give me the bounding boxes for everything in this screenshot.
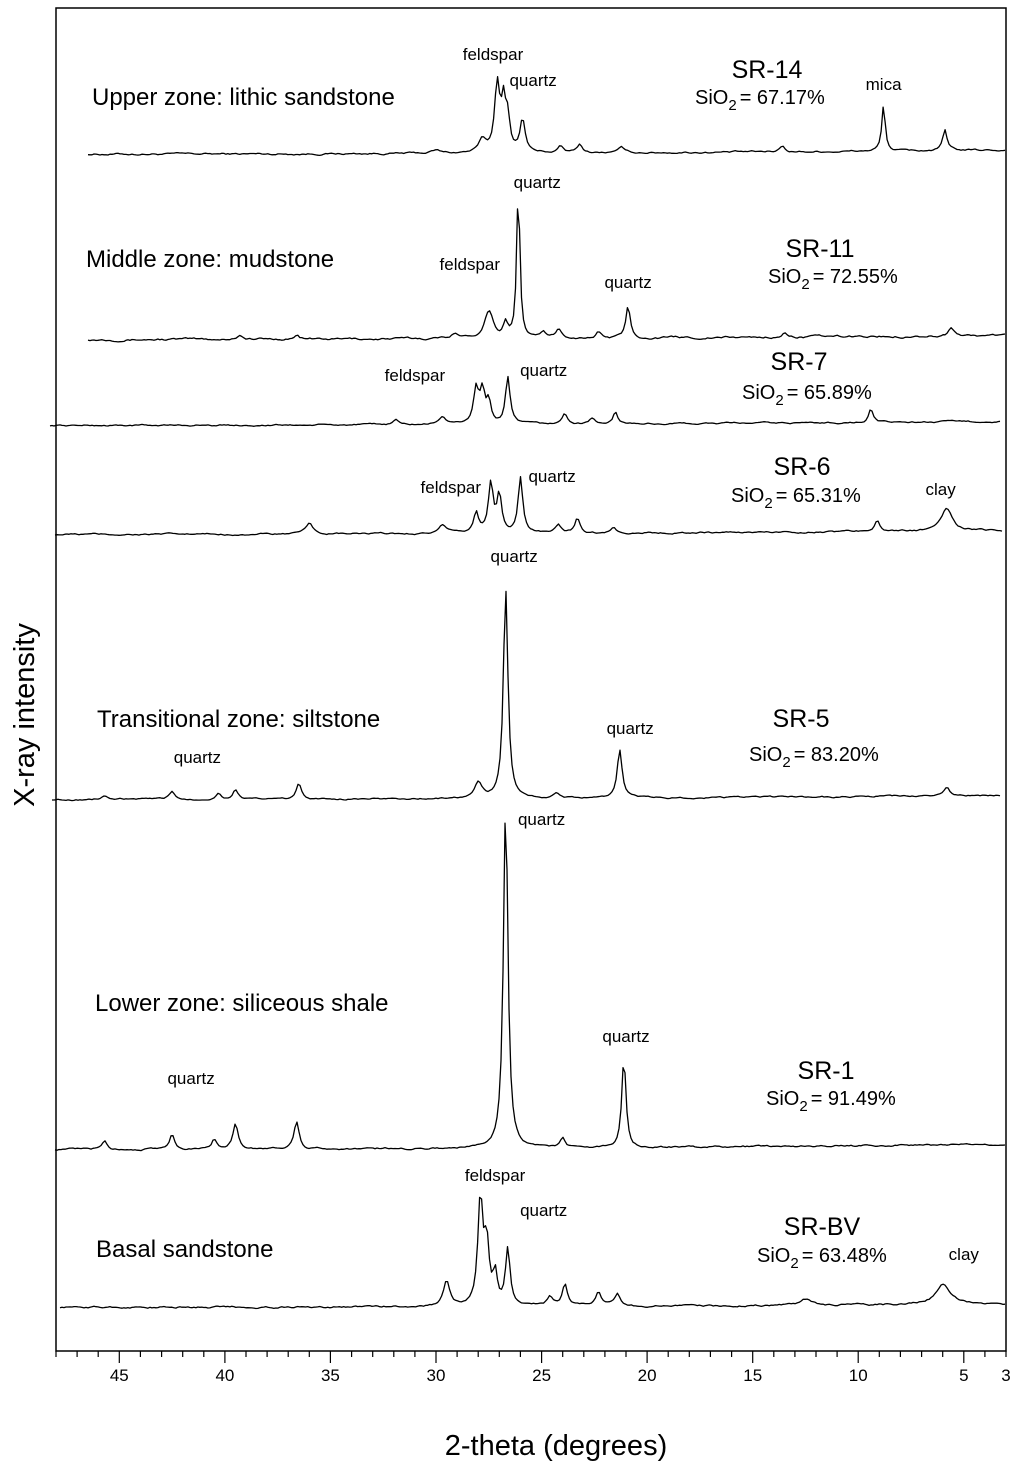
sio2-subscript: 2 [728, 97, 736, 114]
zone-label: Basal sandstone [96, 1236, 273, 1263]
sio2-content: SiO2= 67.17% [695, 87, 825, 114]
sio2-formula: SiO [757, 1245, 790, 1267]
trace-sr-5 [52, 590, 1001, 802]
sio2-value: = 65.31% [776, 485, 861, 507]
trace-sr-1 [54, 822, 1006, 1152]
peak-label-feldspar: feldspar [465, 1166, 526, 1185]
trace-sr-bv [59, 1196, 1006, 1310]
peak-label-quartz: quartz [174, 748, 221, 767]
x-tick-label: 5 [959, 1366, 968, 1385]
peak-label-quartz: quartz [514, 173, 561, 192]
sio2-subscript: 2 [801, 276, 809, 293]
zone-label: Transitional zone: siltstone [97, 706, 380, 733]
sio2-value: = 65.89% [787, 382, 872, 404]
sio2-formula: SiO [766, 1088, 799, 1110]
x-axis: 45 40 35 30 25 20 15 10 5 3 [55, 1351, 1011, 1385]
x-tick-label: 45 [110, 1366, 129, 1385]
x-tick-label: 10 [849, 1366, 868, 1385]
trace-sr-11 [87, 208, 1006, 343]
zone-label: Lower zone: siliceous shale [95, 990, 389, 1017]
sio2-subscript: 2 [764, 495, 772, 512]
sio2-subscript: 2 [775, 392, 783, 409]
peak-label-clay: clay [925, 480, 956, 499]
sio2-formula: SiO [749, 744, 782, 766]
sio2-content: SiO2= 65.31% [731, 485, 861, 512]
sio2-content: SiO2= 91.49% [766, 1088, 896, 1115]
y-axis-title: X-ray intensity [9, 623, 41, 807]
peak-label-quartz: quartz [520, 1201, 567, 1220]
sio2-formula: SiO [731, 485, 764, 507]
sio2-content: SiO2= 63.48% [757, 1245, 887, 1272]
trace-sr-7 [49, 375, 1001, 427]
sio2-subscript: 2 [782, 754, 790, 771]
sio2-value: = 67.17% [740, 87, 825, 109]
peak-label-quartz: quartz [604, 273, 651, 292]
sio2-formula: SiO [695, 87, 728, 109]
x-tick-label: 40 [215, 1366, 234, 1385]
trace-labels-sr-bv: Basal sandstone SR-BV SiO2= 63.48% feldspar… [96, 1166, 979, 1272]
peak-label-quartz: quartz [528, 467, 575, 486]
sio2-value: = 72.55% [813, 266, 898, 288]
x-tick-label: 20 [638, 1366, 657, 1385]
peak-label-clay: clay [949, 1245, 980, 1264]
trace-sr-14 [87, 76, 1006, 157]
peak-label-quartz: quartz [509, 71, 556, 90]
sio2-content: SiO2= 65.89% [742, 382, 872, 409]
sample-name: SR-6 [774, 453, 831, 481]
sample-name: SR-14 [732, 56, 803, 84]
sample-name: SR-BV [784, 1213, 861, 1241]
sio2-subscript: 2 [799, 1098, 807, 1115]
diffraction-traces [49, 76, 1006, 1310]
peak-label-quartz: quartz [167, 1069, 214, 1088]
sio2-value: = 63.48% [802, 1245, 887, 1267]
zone-label: Middle zone: mudstone [86, 246, 334, 273]
peak-label-quartz: quartz [490, 547, 537, 566]
x-tick-label: 3 [1001, 1366, 1010, 1385]
zone-label: Upper zone: lithic sandstone [92, 84, 395, 111]
peak-label-feldspar: feldspar [440, 255, 501, 274]
sample-name: SR-11 [785, 235, 854, 263]
peak-label-feldspar: feldspar [463, 45, 524, 64]
x-tick-label: 30 [427, 1366, 446, 1385]
sample-name: SR-7 [771, 348, 828, 376]
peak-label-quartz: quartz [602, 1027, 649, 1046]
x-tick-label: 15 [743, 1366, 762, 1385]
x-axis-title: 2-theta (degrees) [445, 1430, 667, 1462]
sample-name: SR-5 [773, 705, 830, 733]
peak-label-quartz: quartz [518, 810, 565, 829]
sio2-value: = 91.49% [811, 1088, 896, 1110]
peak-label-mica: mica [866, 75, 902, 94]
peak-label-quartz: quartz [520, 361, 567, 380]
peak-label-feldspar: feldspar [421, 478, 482, 497]
x-tick-label: 35 [321, 1366, 340, 1385]
trace-sr-6 [54, 475, 1003, 537]
sio2-formula: SiO [768, 266, 801, 288]
sio2-content: SiO2= 72.55% [768, 266, 898, 293]
peak-label-feldspar: feldspar [385, 366, 446, 385]
sio2-formula: SiO [742, 382, 775, 404]
sample-name: SR-1 [798, 1057, 855, 1085]
sio2-value: = 83.20% [794, 744, 879, 766]
x-tick-label: 25 [532, 1366, 551, 1385]
plot-frame [55, 7, 1007, 1352]
sio2-subscript: 2 [790, 1255, 798, 1272]
sio2-content: SiO2= 83.20% [749, 744, 879, 771]
peak-label-quartz: quartz [607, 719, 654, 738]
